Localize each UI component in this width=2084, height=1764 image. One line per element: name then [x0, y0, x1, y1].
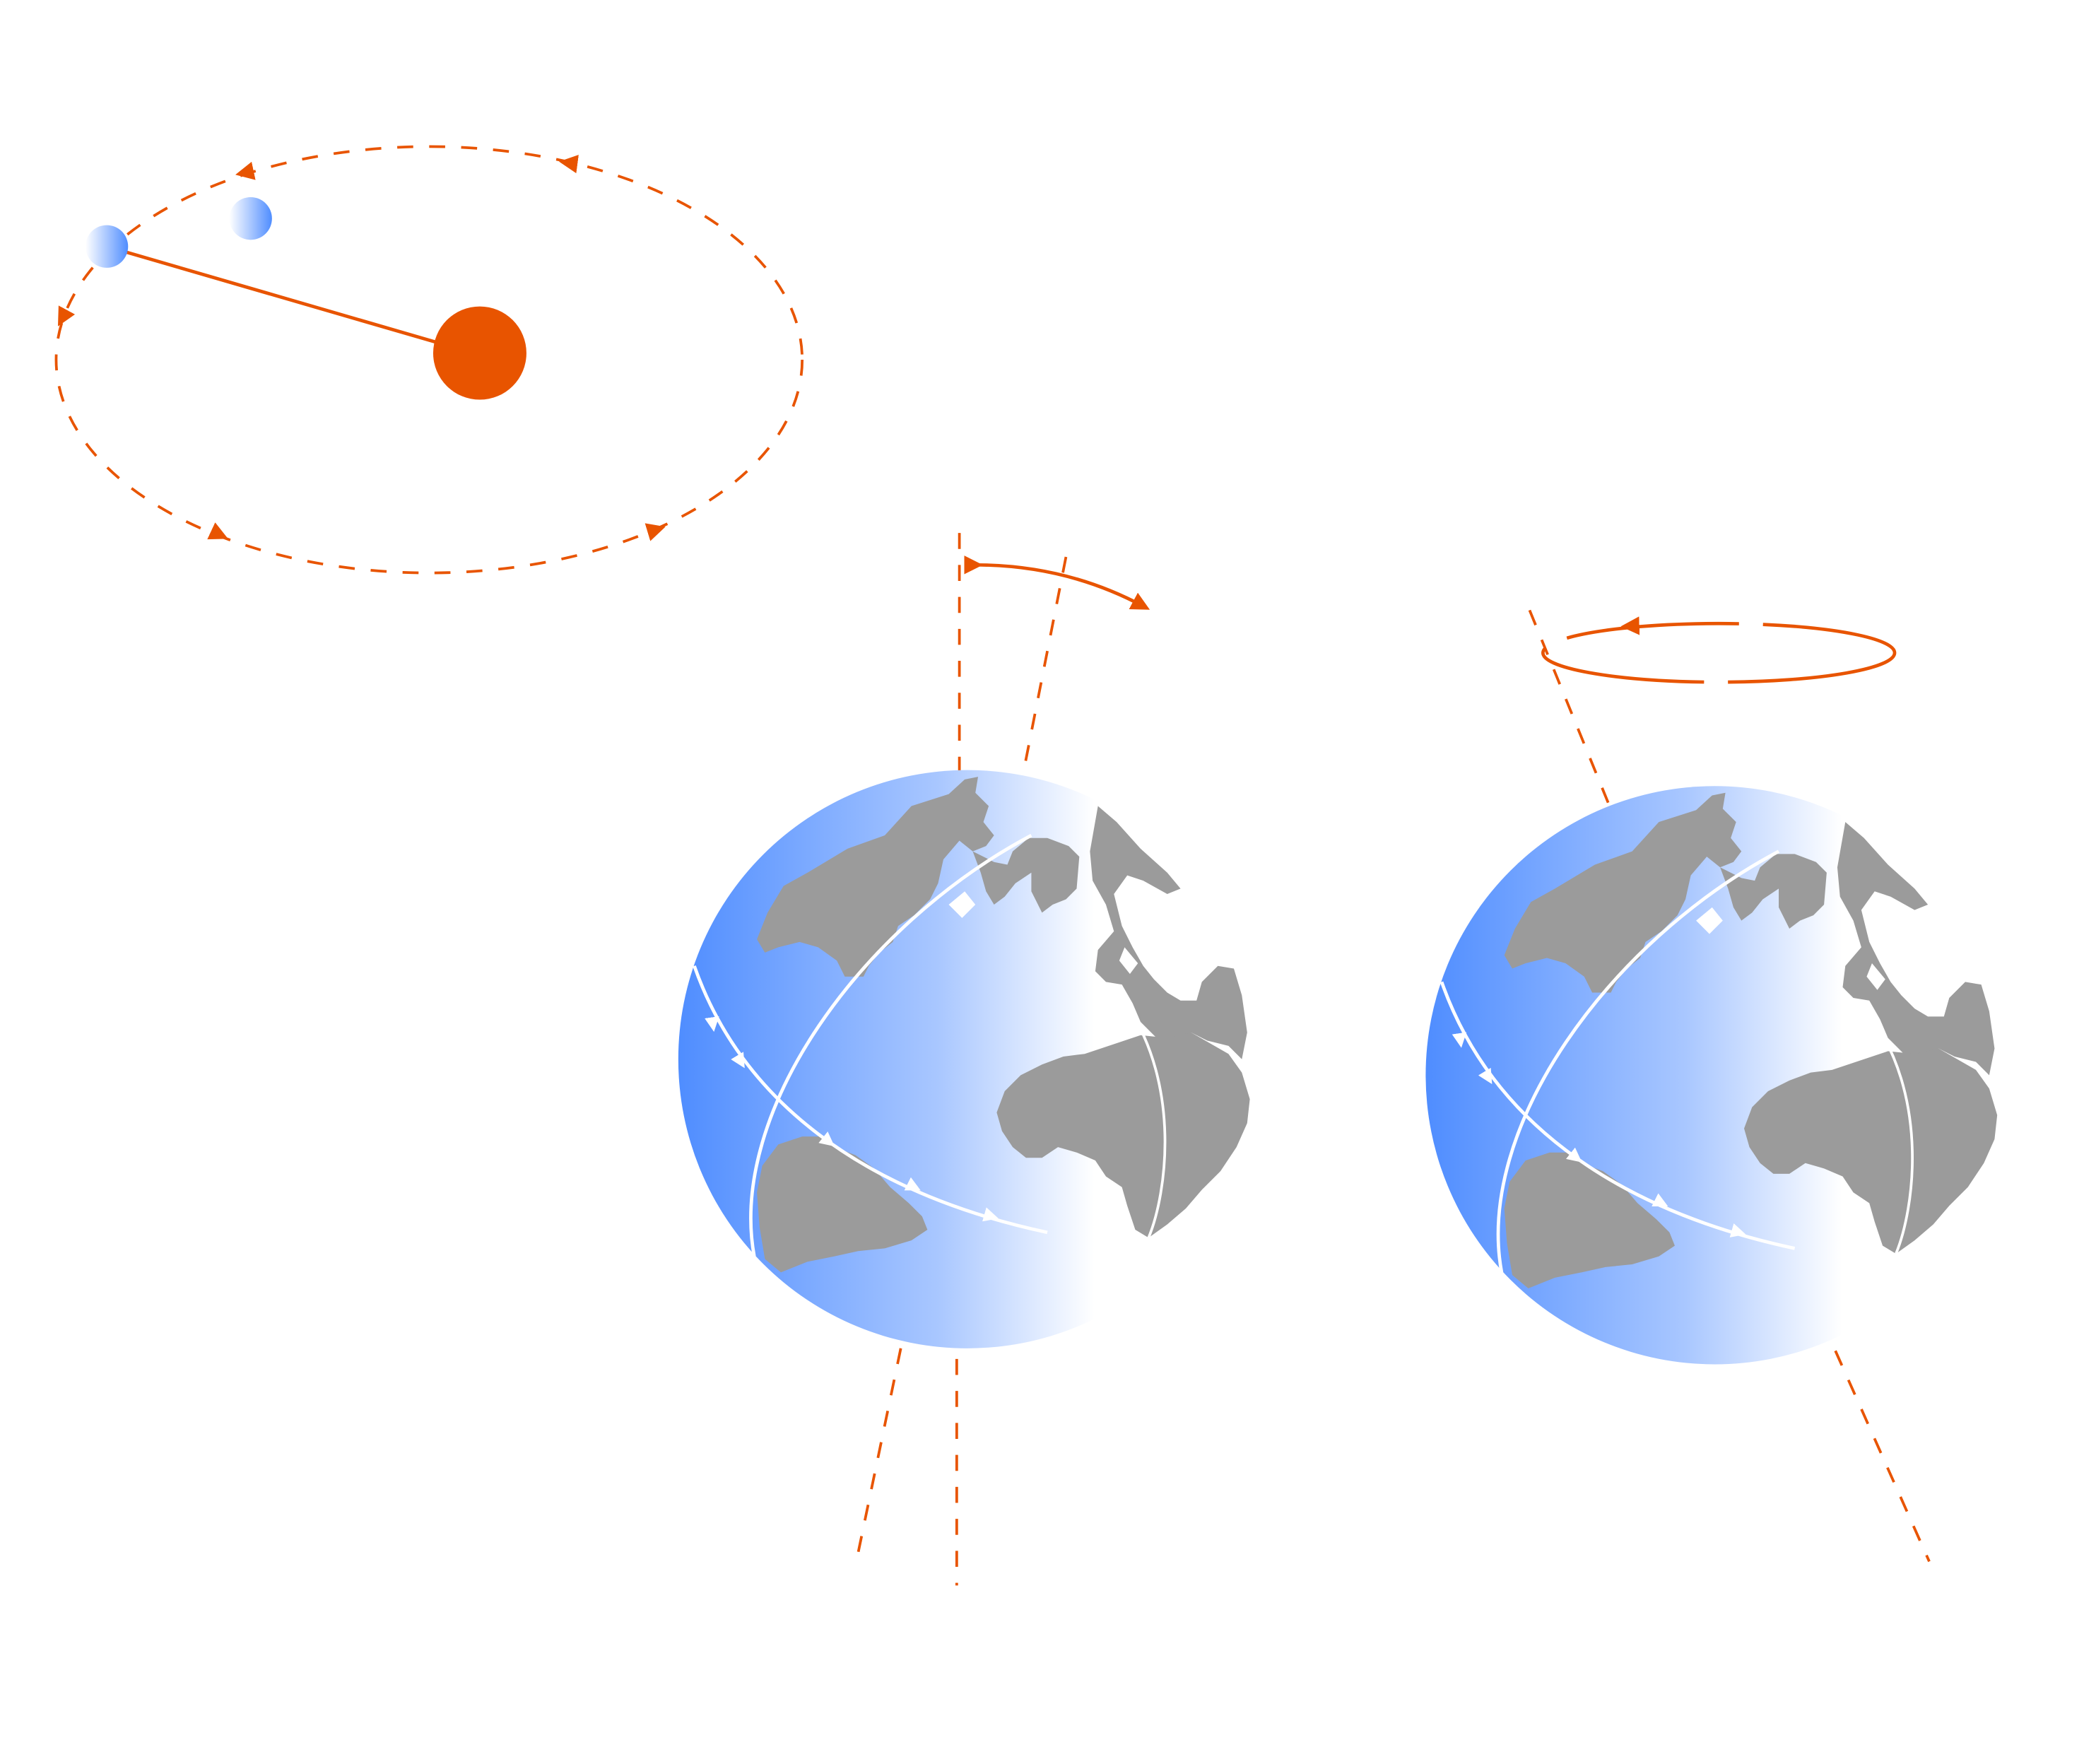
orbit-path	[54, 145, 804, 575]
precession-panel	[1425, 609, 2004, 1563]
tilted-axis	[1019, 556, 1068, 787]
precession-axis	[1528, 609, 1611, 807]
earth-icon	[229, 197, 272, 240]
earth-icon	[85, 225, 129, 268]
orbit-arrow-icon	[644, 523, 666, 541]
tilt-panel	[678, 533, 1257, 1586]
sun-icon	[432, 306, 526, 400]
circular-arrow-icon	[1541, 621, 1897, 684]
double-arrow-icon	[964, 555, 1150, 610]
orbit-arrow-icon	[207, 522, 228, 540]
tilted-axis	[854, 1348, 902, 1566]
sun-earth-line	[106, 245, 452, 348]
globe-icon	[678, 770, 1257, 1348]
orbit-arrow-icon	[559, 155, 579, 174]
orbit-panel	[54, 145, 804, 575]
globe-icon	[1425, 786, 2004, 1365]
